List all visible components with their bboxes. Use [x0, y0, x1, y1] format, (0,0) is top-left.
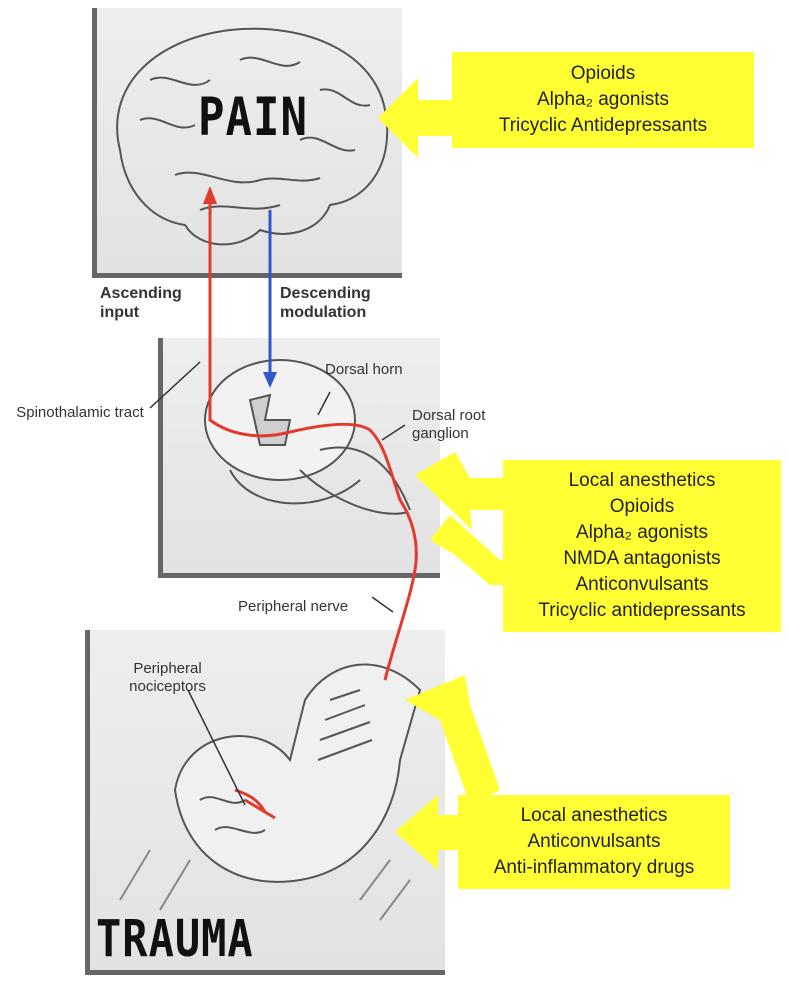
callout-line: Opioids — [452, 61, 754, 87]
pain-title: PAIN — [198, 87, 308, 148]
brain-drug-callout: Opioids Alpha₂ agonists Tricyclic Antide… — [452, 52, 754, 148]
descending-modulation-label: Descending modulation — [280, 284, 390, 322]
top-callout-arrow — [378, 78, 452, 158]
callout-line: NMDA antagonists — [503, 546, 781, 572]
callout-line: Anticonvulsants — [458, 829, 730, 855]
foot-illustration — [120, 665, 420, 920]
spinal-drug-callout: Local anesthetics Opioids Alpha₂ agonist… — [503, 460, 781, 632]
bottom-callout-arrow-1 — [405, 675, 500, 805]
peripheral-drug-callout: Local anesthetics Anticonvulsants Anti-i… — [458, 795, 730, 889]
callout-line: Tricyclic Antidepressants — [452, 113, 754, 139]
callout-line: Tricyclic antidepressants — [503, 598, 781, 624]
peripheral-nerve-label: Peripheral nerve — [238, 598, 348, 616]
ascending-input-label: Ascending input — [100, 284, 212, 322]
callout-line: Anti-inflammatory drugs — [458, 855, 730, 881]
ascending-arrowhead — [203, 186, 217, 204]
callout-line: Local anesthetics — [503, 468, 781, 494]
callout-line: Alpha₂ agonists — [452, 87, 754, 113]
dorsal-root-ganglion-label: Dorsal root ganglion — [412, 407, 512, 443]
spinothalamic-tract-label: Spinothalamic tract — [15, 404, 145, 422]
callout-line: Local anesthetics — [458, 803, 730, 829]
spinal-cord-illustration — [205, 360, 410, 514]
trauma-title: TRAUMA — [96, 909, 254, 968]
callout-line: Anticonvulsants — [503, 572, 781, 598]
dorsal-horn-label: Dorsal horn — [325, 361, 403, 379]
peripheral-nociceptors-label: Peripheral nociceptors — [120, 660, 215, 696]
callout-line: Alpha₂ agonists — [503, 520, 781, 546]
callout-line: Opioids — [503, 494, 781, 520]
